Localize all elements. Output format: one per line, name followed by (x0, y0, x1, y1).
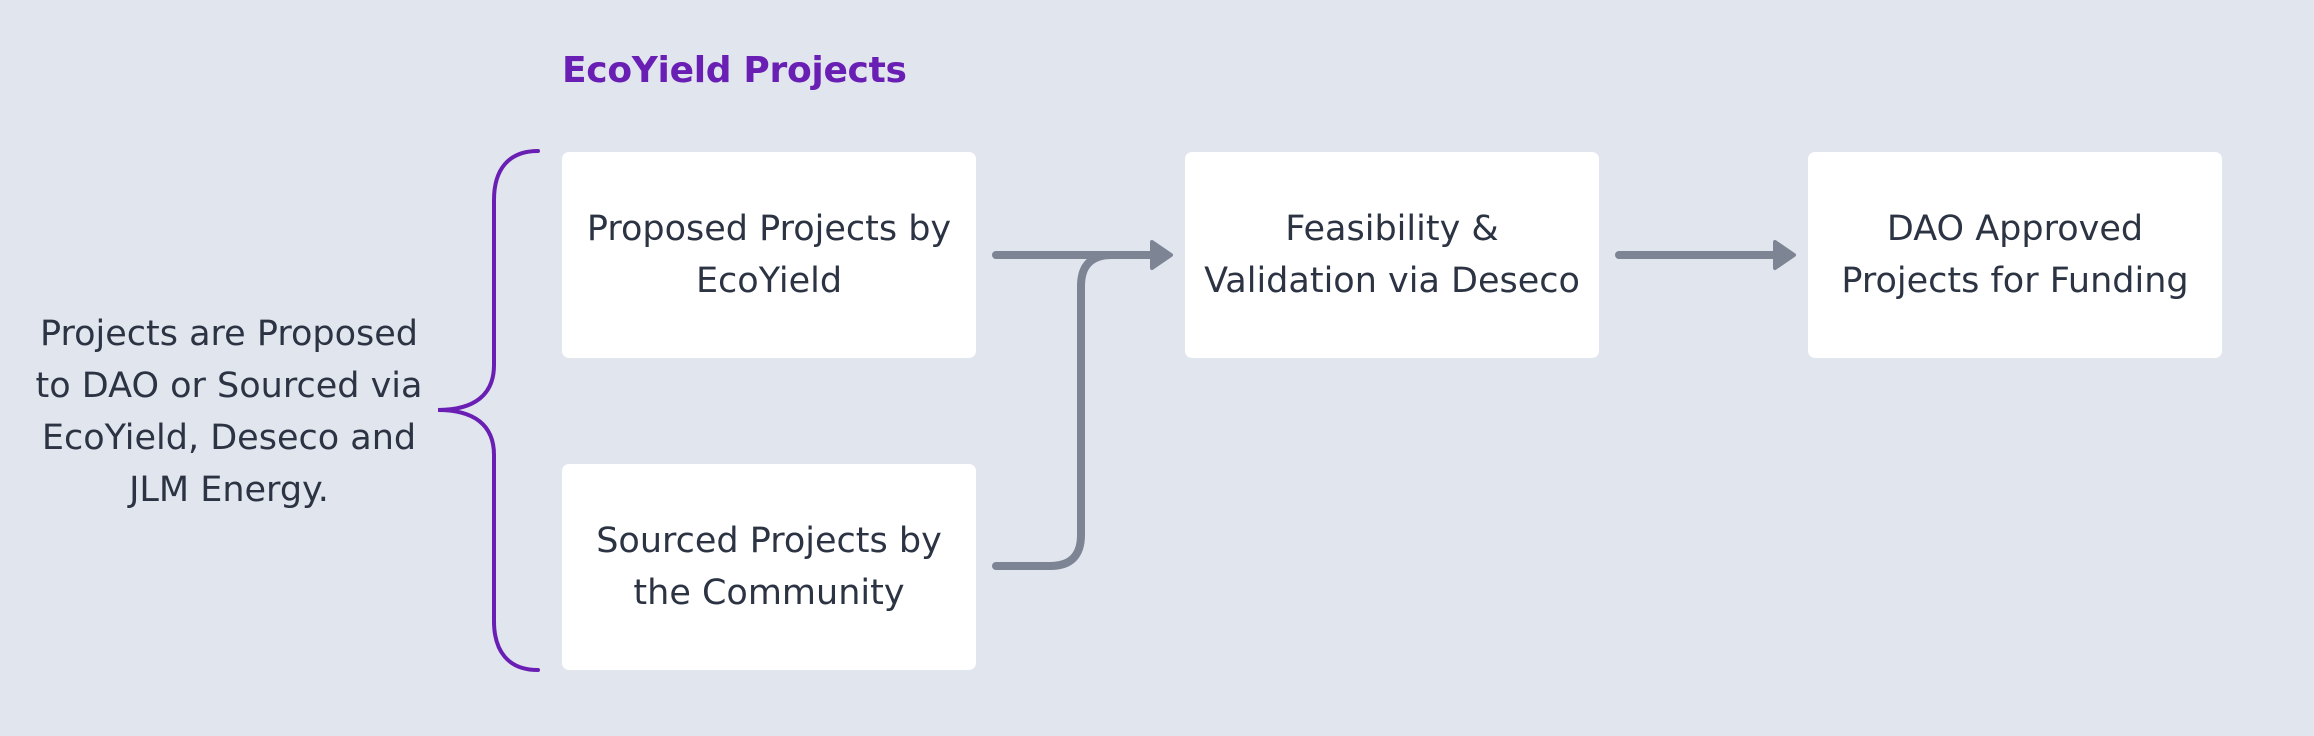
diagram-heading: EcoYield Projects (562, 50, 907, 91)
feasibility-validation-label: Feasibility & Validation via Deseco (1204, 209, 1580, 301)
intro-text: Projects are Proposed to DAO or Sourced … (35, 314, 423, 510)
dao-approved-box: DAO Approved Projects for Funding (1808, 152, 2222, 358)
feasibility-validation-box: Feasibility & Validation via Deseco (1185, 152, 1599, 358)
arrowhead-feasibility (1150, 240, 1173, 270)
proposed-projects-label: Proposed Projects by EcoYield (586, 209, 952, 301)
dao-approved-label: DAO Approved Projects for Funding (1841, 209, 2189, 301)
group-brace (437, 149, 540, 672)
arrowhead-approved (1773, 240, 1796, 270)
arrow-sourced-to-feasibility (992, 251, 1154, 570)
sourced-projects-box: Sourced Projects by the Community (562, 464, 976, 670)
sourced-projects-label: Sourced Projects by the Community (596, 521, 942, 613)
proposed-projects-box: Proposed Projects by EcoYield (562, 152, 976, 358)
